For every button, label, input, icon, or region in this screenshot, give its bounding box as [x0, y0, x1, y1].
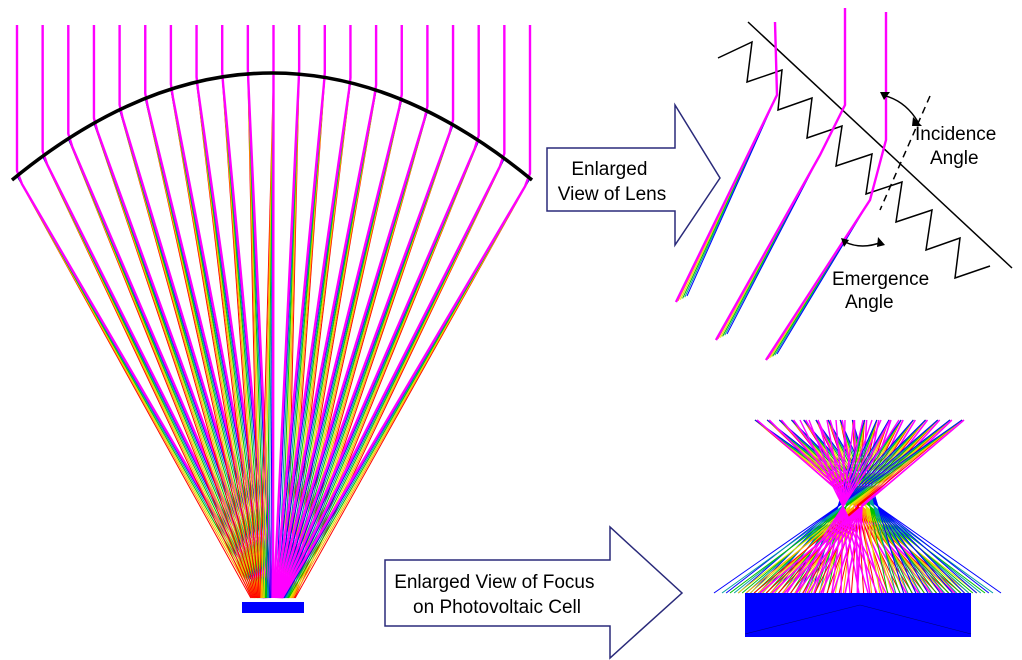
- emergence-angle-arc: [844, 241, 883, 247]
- fan-ray: [92, 25, 268, 599]
- svg-text:Emergence Angle: Emergence Angle: [832, 269, 934, 313]
- enlarged-lens-arrow: Enlarged View of Lens: [546, 102, 721, 248]
- focus-ray-spectrum: [745, 419, 963, 594]
- focus-ray: [786, 419, 900, 594]
- fan-ray: [278, 25, 455, 599]
- fan-ray: [144, 25, 270, 599]
- lens-ray-spectrum: [686, 94, 778, 297]
- focus-ray: [759, 419, 965, 594]
- right-arrow-icon: [546, 102, 721, 248]
- svg-text:Incidence Angle: Incidence Angle: [915, 124, 1002, 169]
- focus-ray-spectrum: [753, 419, 963, 594]
- focus-ray-spectrum: [729, 419, 963, 594]
- fan-ray: [280, 25, 506, 599]
- enlarged-focus-label-line1: Enlarged View of Focus: [394, 572, 594, 593]
- emergence-label-line2: Angle: [845, 292, 894, 313]
- fan-ray: [276, 25, 403, 599]
- incidence-angle-arc: [881, 94, 919, 123]
- fan-ray: [67, 25, 267, 599]
- photovoltaic-cell-icon: [745, 593, 971, 637]
- fan-ray: [279, 25, 480, 599]
- fan-ray: [118, 25, 269, 599]
- lens-surface-line: [747, 21, 1013, 269]
- enlarged-lens-rays: [674, 8, 888, 361]
- fan-ray: [271, 25, 275, 599]
- svg-text:Enlarged View of Lens: Enlarged View of Lens: [558, 159, 666, 205]
- enlarged-focus-arrow: Enlarged View of Focus on Photovoltaic C…: [384, 525, 684, 660]
- enlarged-lens-label-line2: View of Lens: [558, 184, 666, 205]
- main-ray-fan: [15, 25, 532, 599]
- enlarged-lens-view: Incidence Angle Emergence Angle: [674, 8, 1013, 361]
- enlarged-focus-view: [713, 419, 1002, 637]
- lens-arc: [10, 71, 534, 182]
- emergence-label-line1: Emergence: [832, 269, 929, 290]
- fan-ray: [15, 25, 266, 599]
- lens-ray: [764, 12, 888, 361]
- fan-ray: [280, 25, 532, 599]
- fan-ray: [41, 25, 266, 599]
- focus-ray: [853, 419, 859, 594]
- focus-ray-spectrum: [713, 419, 963, 594]
- focus-rays: [713, 419, 1002, 594]
- enlarged-lens-label-line1: Enlarged: [571, 159, 647, 180]
- photovoltaic-cell: [242, 602, 304, 613]
- focus-ray-spectrum: [737, 419, 963, 594]
- lens-ray: [714, 8, 847, 341]
- enlarged-focus-label-line2: on Photovoltaic Cell: [413, 597, 581, 618]
- svg-text:Enlarged View of Focus o: Enlarged View of Focus on Photovoltaic C…: [394, 572, 600, 618]
- incidence-label-line2: Angle: [930, 148, 979, 169]
- right-arrow-icon: [384, 525, 684, 660]
- lens-ray: [674, 21, 779, 303]
- fan-ray: [277, 25, 429, 599]
- focus-ray-spectrum: [721, 419, 963, 594]
- incidence-label-line1: Incidence: [915, 124, 996, 145]
